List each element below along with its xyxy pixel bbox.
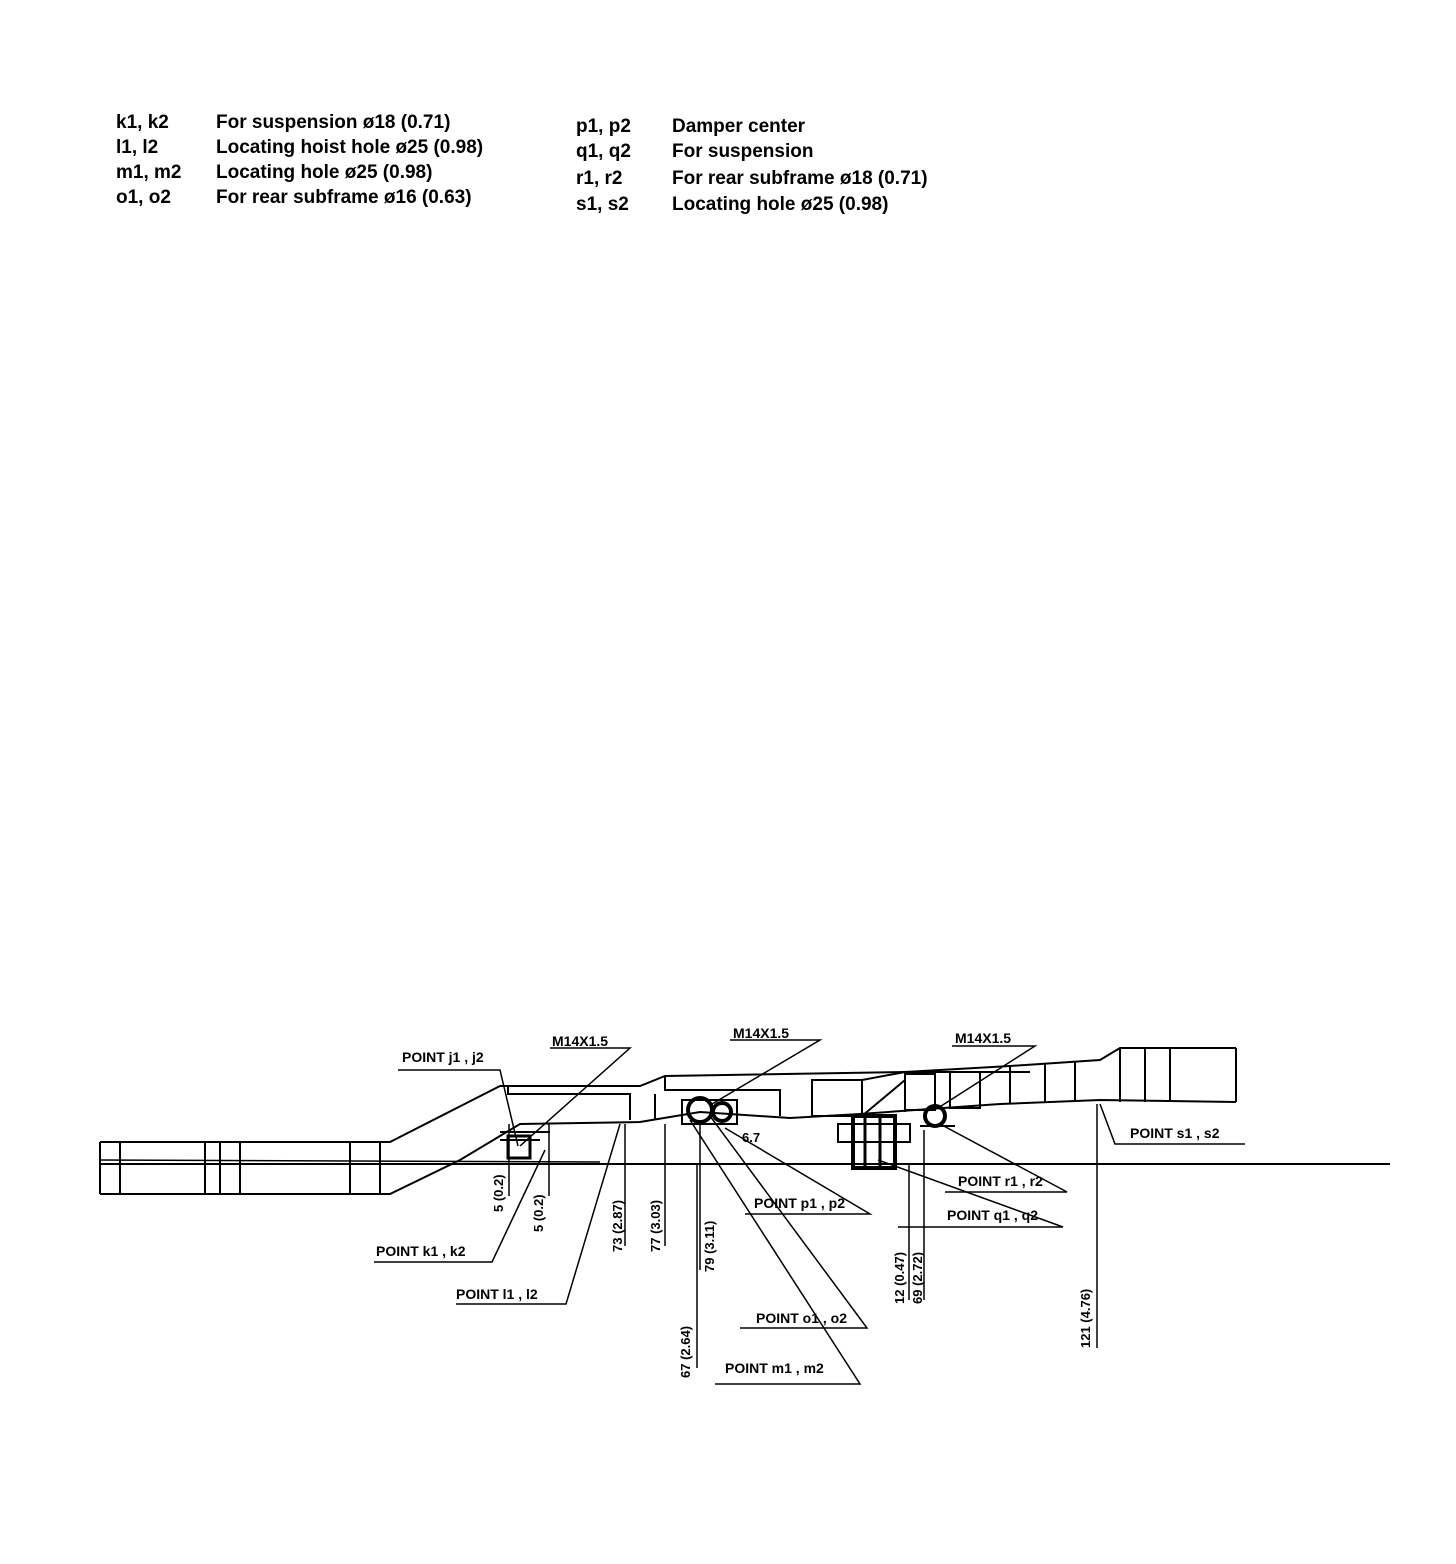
leader-lines [374, 1039, 1245, 1385]
legend-description: For rear subframe ø16 (0.63) [216, 187, 472, 208]
legend-description: Locating hole ø25 (0.98) [216, 162, 433, 183]
bolt-q-icon [837, 1114, 911, 1170]
legend-code: o1, o2 [116, 187, 171, 208]
bolt-o-p-icon [681, 1096, 738, 1125]
legend-description: For suspension ø18 (0.71) [216, 112, 451, 133]
legend-code: k1, k2 [116, 112, 169, 133]
legend-description: For rear subframe ø18 (0.71) [672, 168, 928, 189]
thread-label-left: M14X1.5 [552, 1033, 608, 1049]
point-label-p: POINT p1 , p2 [754, 1195, 845, 1211]
thread-label-right: M14X1.5 [955, 1030, 1011, 1046]
point-label-o: POINT o1 , o2 [756, 1310, 847, 1326]
legend-description: Locating hole ø25 (0.98) [672, 194, 889, 215]
dimension-label-67: 67 (2.64) [678, 1326, 693, 1378]
legend-description: Damper center [672, 116, 806, 137]
legend-code: p1, p2 [576, 116, 631, 137]
thread-label-middle: M14X1.5 [733, 1025, 789, 1041]
dimension-label-12: 12 (0.47) [892, 1252, 907, 1304]
point-label-k: POINT k1 , k2 [376, 1243, 466, 1259]
dimension-lines [508, 1104, 1098, 1368]
point-label-m: POINT m1 , m2 [725, 1360, 824, 1376]
legend-code: l1, l2 [116, 137, 159, 158]
dimension-label-73: 73 (2.87) [610, 1200, 625, 1252]
legend-description: For suspension [672, 141, 814, 162]
dimension-label-79: 79 (3.11) [702, 1221, 717, 1272]
legend-description: Locating hoist hole ø25 (0.98) [216, 137, 484, 158]
body-outline [99, 1047, 1237, 1195]
dimension-label-6-7: 6.7 [742, 1130, 760, 1145]
point-label-q: POINT q1 , q2 [947, 1207, 1038, 1223]
legend-code: q1, q2 [576, 141, 631, 162]
dimension-label-5a: 5 (0.2) [491, 1174, 506, 1212]
point-label-j: POINT j1 , j2 [402, 1049, 484, 1065]
point-label-r: POINT r1 , r2 [958, 1173, 1043, 1189]
dimension-label-77: 77 (3.03) [648, 1200, 663, 1252]
bolt-r-icon [920, 1104, 955, 1128]
dimension-label-121: 121 (4.76) [1078, 1289, 1093, 1348]
legend-code: s1, s2 [576, 194, 629, 215]
dimension-label-5b: 5 (0.2) [531, 1194, 546, 1232]
legend-code: m1, m2 [116, 162, 182, 183]
legend-code: r1, r2 [576, 168, 623, 189]
point-label-s: POINT s1 , s2 [1130, 1125, 1220, 1141]
point-label-l: POINT l1 , l2 [456, 1286, 538, 1302]
mounting-hardware [500, 1096, 955, 1170]
dimension-label-69: 69 (2.72) [910, 1252, 925, 1304]
